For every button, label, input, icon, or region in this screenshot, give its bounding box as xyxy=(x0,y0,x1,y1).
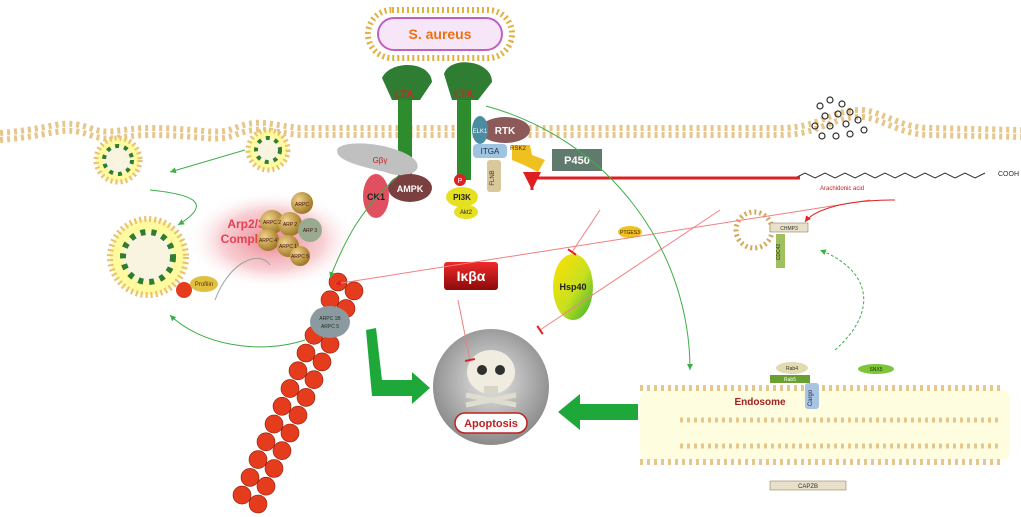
lta-label-right: LTA xyxy=(454,89,474,101)
actin-monomer xyxy=(264,414,284,434)
rtk-label: RTK xyxy=(495,126,516,137)
p-label: P xyxy=(458,178,463,185)
actin-filament xyxy=(232,272,364,514)
arpc5-label: ARPC 5 xyxy=(321,324,339,330)
apoptosis-label: Apoptosis xyxy=(464,418,518,430)
arp-subunit-3: ARP 2 xyxy=(283,222,298,228)
actin-monomer xyxy=(312,352,332,372)
vesicle-top-left xyxy=(93,135,143,185)
arp-subunit-6: ARPC 5 xyxy=(291,254,309,260)
cargo-label: Cargo xyxy=(808,389,814,406)
hsp40-label: Hsp40 xyxy=(559,282,586,292)
vesicle-large xyxy=(107,216,189,298)
capzb-label: CAPZB xyxy=(798,484,818,490)
actin-monomer xyxy=(328,272,348,292)
s-aureus-label: S. aureus xyxy=(408,26,471,42)
ikba-box: Iκβα xyxy=(444,262,498,290)
p450-label: P450 xyxy=(564,155,590,167)
ikba-label: Iκβα xyxy=(457,268,486,284)
actin-monomer xyxy=(248,450,268,469)
akt2-label: Akt2 xyxy=(460,210,473,216)
arp-subunit-2: ARPC 4 xyxy=(259,238,277,244)
actin-monomer xyxy=(272,441,292,461)
interaction-lines xyxy=(149,105,896,371)
hsp40: Hsp40 xyxy=(553,254,593,320)
ampk-label: AMPK xyxy=(397,184,424,194)
vesicle-right xyxy=(733,209,775,251)
snx5-label: SNX5 xyxy=(869,367,882,373)
gbg-label: Gβγ xyxy=(373,156,388,165)
actin-monomer xyxy=(296,343,316,363)
actin-monomer xyxy=(296,388,316,407)
cdc42-label: CDC42 xyxy=(776,244,782,261)
lipid-droplets xyxy=(811,96,868,140)
actin-monomer xyxy=(344,281,364,301)
actin-monomer xyxy=(272,396,292,416)
profilin-label: Profilin xyxy=(195,282,213,288)
arachidonic-acid: Arachidonic acid COOH xyxy=(794,171,1019,192)
arpc1b-label: ARPC 1B xyxy=(319,316,341,322)
arp-subunit-0: ARPC xyxy=(295,202,309,208)
endosome-label: Endosome xyxy=(734,397,786,408)
thick-arrows xyxy=(366,328,638,430)
rab5-label: Rab5 xyxy=(784,377,796,383)
actin-monomer xyxy=(280,423,300,443)
chmp3-label: CHMP3 xyxy=(780,226,798,232)
actin-monomer xyxy=(248,494,268,514)
arp-subunit-1: ARPC 2 xyxy=(263,220,281,226)
actin-monomer xyxy=(264,459,284,478)
actin-monomer xyxy=(240,468,260,487)
ptges3: PTGES3 xyxy=(618,226,642,238)
actin-monomer xyxy=(256,432,276,452)
rtk-complex: RTK ELK1 ITGA FLNB RSK2 xyxy=(472,116,545,192)
cooh-label: COOH xyxy=(998,171,1019,178)
arp23-complex: Arp2/3 Complex ARPC ARPC 2 ARPC 4 ARP 2 … xyxy=(187,190,357,290)
rsk2-label: RSK2 xyxy=(510,146,526,152)
actin-monomer xyxy=(288,361,308,381)
g-protein-complex: Gβγ CK1 AMPK xyxy=(337,143,432,218)
lta-receptor-right: LTA xyxy=(444,62,492,180)
p450-box: P450 xyxy=(552,149,602,171)
s-aureus-bacterium: S. aureus xyxy=(365,7,515,61)
actin-monomer xyxy=(256,476,276,496)
arachidonic-acid-label: Arachidonic acid xyxy=(820,186,864,192)
pi3k-label: PI3K xyxy=(453,193,471,202)
elk1-label: ELK1 xyxy=(473,129,488,135)
plasma-membrane xyxy=(0,106,1021,143)
endosome: Endosome Cargo Rab4 Rab5 SNX5 CAPZB CHMP… xyxy=(640,222,1010,491)
rab4-label: Rab4 xyxy=(786,366,798,372)
ck1-label: CK1 xyxy=(367,192,385,202)
profilin: Profilin xyxy=(176,276,218,298)
actin-monomer xyxy=(304,370,324,390)
arp-subunit-5: ARPC 1 xyxy=(279,244,297,250)
apoptosis-node: Apoptosis xyxy=(433,329,549,445)
arpc-filament-complex: ARPC 1B ARPC 5 xyxy=(310,306,350,338)
itga-label: ITGA xyxy=(481,147,500,156)
arp-subunit-4: ARP 3 xyxy=(303,228,318,234)
lta-label-left: LTA xyxy=(394,89,414,101)
ptges3-label: PTGES3 xyxy=(620,230,640,236)
vesicle-top-middle xyxy=(245,127,291,173)
arp-title-1: Arp2/3 xyxy=(227,217,265,231)
actin-monomer xyxy=(280,379,300,398)
actin-monomer xyxy=(288,405,308,425)
flnb-label: FLNB xyxy=(490,170,496,185)
pi3k-complex: P PI3K Akt2 xyxy=(446,174,478,219)
actin-monomer xyxy=(232,485,252,505)
